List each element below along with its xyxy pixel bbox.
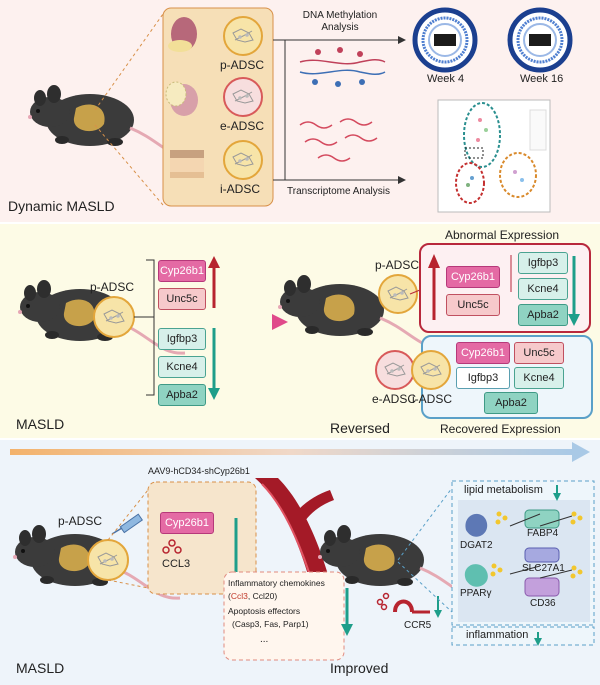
dna-methylation-label: DNA Methylation Analysis xyxy=(302,10,378,33)
ccl3-molecules-icon xyxy=(162,539,182,554)
pparg-icon xyxy=(464,564,488,587)
slc27a1-label: SLC27A1 xyxy=(522,563,565,574)
dgat2-icon xyxy=(465,513,488,537)
rna-icon xyxy=(299,118,378,162)
ccr5-receptor-icon xyxy=(393,599,430,614)
abnormal-gene-apba2: Apba2 xyxy=(518,304,568,326)
lipid-metabolism-title: lipid metabolism xyxy=(464,484,543,496)
gradient-timeline xyxy=(10,449,572,455)
padsc-label: p-ADSC xyxy=(220,58,265,72)
pca-plot xyxy=(437,99,551,213)
ellipsis-label: ... xyxy=(260,634,269,645)
gene-kcne4-down: Kcne4 xyxy=(158,356,206,378)
iadsc-label-reversed: i-ADSC xyxy=(412,392,453,406)
abnormal-gene-unc5c: Unc5c xyxy=(446,294,500,316)
abnormal-gene-kcne4: Kcne4 xyxy=(518,278,568,300)
cyp26b1-gene-box: Cyp26b1 xyxy=(160,512,214,534)
cd36-label: CD36 xyxy=(530,598,556,609)
panel-2-left-title: MASLD xyxy=(16,416,65,432)
recovered-expression-title: Recovered Expression xyxy=(440,422,561,436)
skin-layer-icon xyxy=(170,150,204,158)
dna-strand-icon xyxy=(299,58,386,65)
aav-vector-label: AAV9-hCD34-shCyp26b1 xyxy=(148,466,250,476)
chemokines-genes: (Ccl3, Ccl20) xyxy=(228,591,278,601)
dgat2-label: DGAT2 xyxy=(460,540,493,551)
fabp4-icon xyxy=(524,509,560,529)
chemokines-rest: , Ccl20) xyxy=(247,591,278,601)
apoptosis-label: Apoptosis effectors xyxy=(228,606,301,616)
inflammation-frame xyxy=(451,626,595,646)
padsc-label-masld: p-ADSC xyxy=(90,280,135,294)
gene-cyp26b1-up: Cyp26b1 xyxy=(158,260,206,282)
gene-igfbp3-down: Igfbp3 xyxy=(158,328,206,350)
circos-plot-week4 xyxy=(412,7,478,73)
recovered-gene-kcne4: Kcne4 xyxy=(514,367,564,389)
syringe-icon xyxy=(111,513,144,535)
effect-frame xyxy=(223,571,345,661)
panel-1-title: Dynamic MASLD xyxy=(8,198,115,214)
padsc-zoom-frame xyxy=(147,481,257,595)
inflammation-label: inflammation xyxy=(466,629,529,641)
gene-apba2-down: Apba2 xyxy=(158,384,206,406)
padsc-label-aav: p-ADSC xyxy=(58,514,103,528)
ccl3-label: CCL3 xyxy=(162,558,191,570)
chemokines-label: Inflammatory chemokines xyxy=(228,578,325,588)
slc27a1-icon xyxy=(524,547,560,563)
cd36-icon xyxy=(524,577,560,597)
abnormal-expression-title: Abnormal Expression xyxy=(445,228,560,242)
abnormal-gene-igfbp3: Igfbp3 xyxy=(518,252,568,274)
panel-3-left-title: MASLD xyxy=(16,660,65,676)
week-16-label: Week 16 xyxy=(520,73,564,85)
fabp4-label: FABP4 xyxy=(527,528,559,539)
circos-plot-week16 xyxy=(507,7,573,73)
recovered-gene-igfbp3: Igfbp3 xyxy=(456,367,510,389)
ccr5-label: CCR5 xyxy=(404,620,432,631)
reversed-title: Reversed xyxy=(330,420,390,436)
recovered-gene-unc5c: Unc5c xyxy=(514,342,564,364)
eadsc-label: e-ADSC xyxy=(220,119,265,133)
padsc-label-reversed: p-ADSC xyxy=(375,258,420,272)
recovered-gene-cyp26b1: Cyp26b1 xyxy=(456,342,510,364)
eadsc-label-reversed: e-ADSC xyxy=(372,392,417,406)
ccl3-gene-highlight: Ccl3 xyxy=(230,591,248,601)
pparg-label: PPARγ xyxy=(460,588,492,599)
improved-title: Improved xyxy=(330,660,389,676)
recovered-gene-apba2: Apba2 xyxy=(484,392,538,414)
gene-unc5c-up: Unc5c xyxy=(158,288,206,310)
iadsc-label: i-ADSC xyxy=(220,182,261,196)
week-4-label: Week 4 xyxy=(427,73,465,85)
transcriptome-label: Transcriptome Analysis xyxy=(287,186,390,197)
apoptosis-genes: (Casp3, Fas, Parp1) xyxy=(232,619,309,629)
abnormal-gene-cyp26b1: Cyp26b1 xyxy=(446,266,500,288)
